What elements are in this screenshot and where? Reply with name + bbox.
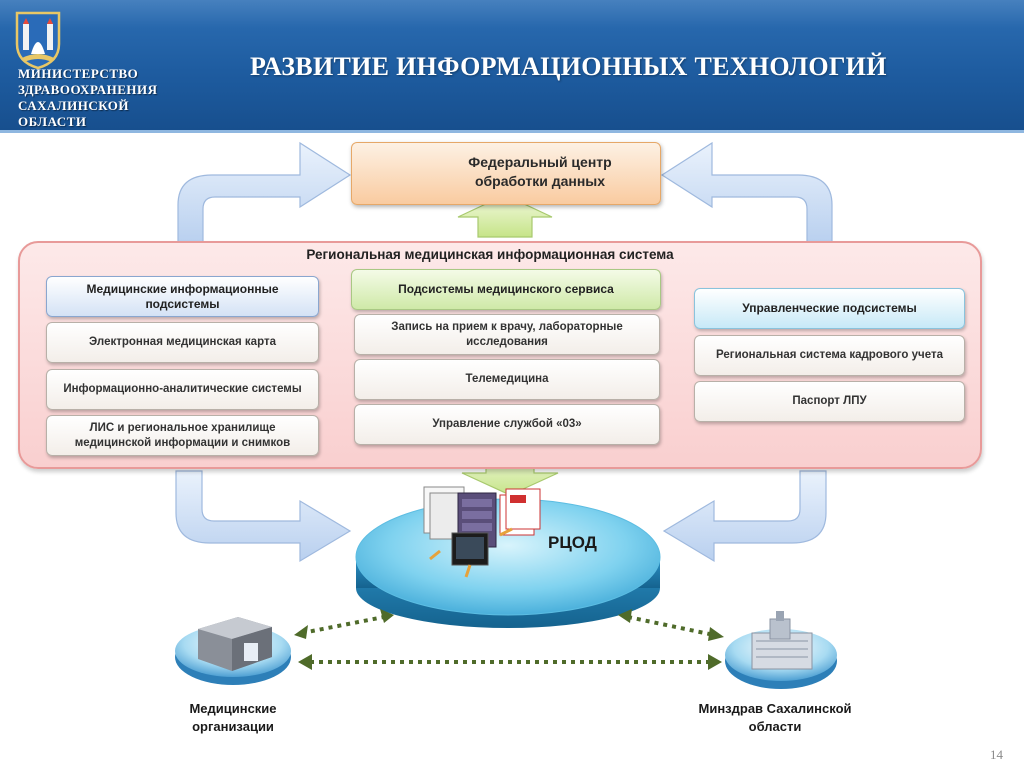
- ministry-line: МИНИСТЕРСТВО: [18, 66, 139, 81]
- rcod-label: РЦОД: [548, 533, 597, 552]
- subsystem-item: Телемедицина: [354, 359, 660, 400]
- federal-center-label: Федеральный центр обработки данных: [468, 154, 612, 189]
- subsystem-item: Управление службой «03»: [354, 404, 660, 445]
- ministry-name: МИНИСТЕРСТВО ЗДРАВООХРАНЕНИЯ САХАЛИНСКОЙ…: [18, 66, 208, 130]
- arrow-bottom-left: [175, 470, 352, 563]
- coat-of-arms-icon: [15, 11, 61, 70]
- connector-rcod-ministry: [618, 609, 724, 641]
- ministry-node-label: Минздрав Сахалинской области: [698, 701, 852, 734]
- subsystem-item: Информационно-аналитические системы: [46, 369, 319, 410]
- ministry-line: ОБЛАСТИ: [18, 114, 87, 129]
- diagram: Федеральный центр обработки данных Регио…: [0, 133, 1024, 768]
- page-number: 14: [990, 747, 1003, 762]
- arrow-top-left: [177, 141, 352, 244]
- connector-orgs-ministry: [298, 654, 722, 670]
- slide-header: МИНИСТЕРСТВО ЗДРАВООХРАНЕНИЯ САХАЛИНСКОЙ…: [0, 0, 1024, 133]
- ministry-line: ЗДРАВООХРАНЕНИЯ: [18, 82, 158, 97]
- medical-subsystems-header: Медицинские информационные подсистемы: [46, 276, 319, 317]
- management-subsystems-header: Управленческие подсистемы: [694, 288, 965, 329]
- subsystem-item: Электронная медицинская карта: [46, 322, 319, 363]
- service-subsystems-header: Подсистемы медицинского сервиса: [351, 269, 661, 310]
- government-building-icon: [725, 611, 837, 689]
- arrow-top-right: [660, 141, 833, 244]
- arrow-up-green: [457, 194, 553, 238]
- federal-center-box: [351, 142, 661, 205]
- slide-title: РАЗВИТИЕ ИНФОРМАЦИОННЫХ ТЕХНОЛОГИЙ: [250, 52, 887, 81]
- regional-system-title: Региональная медицинская информационная …: [306, 247, 674, 262]
- connector-orgs-rcod: [294, 609, 394, 639]
- subsystem-item: ЛИС и региональное хранилище медицинской…: [46, 415, 319, 456]
- subsystem-item: Запись на прием к врачу, лабораторные ис…: [354, 314, 660, 355]
- ministry-line: САХАЛИНСКОЙ: [18, 98, 130, 113]
- arrow-bottom-right: [662, 470, 827, 563]
- medical-orgs-label: Медицинские организации: [189, 701, 277, 734]
- subsystem-item: Паспорт ЛПУ: [694, 381, 965, 422]
- data-center-icon: [423, 486, 541, 578]
- header-shine: [0, 0, 1024, 28]
- diagram-graphics: [175, 141, 837, 689]
- subsystem-item: Региональная система кадрового учета: [694, 335, 965, 376]
- building-icon: [175, 617, 291, 685]
